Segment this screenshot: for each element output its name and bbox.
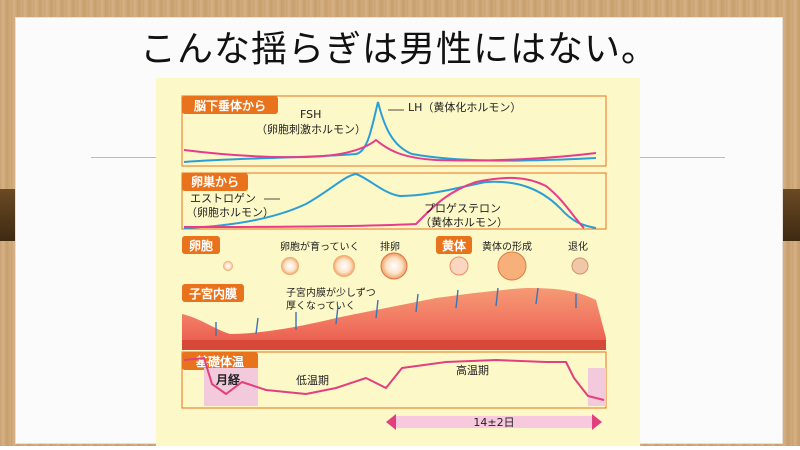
endometrium-layer	[182, 288, 606, 348]
high-phase-label: 高温期	[456, 363, 489, 377]
progesterone-curve	[183, 176, 585, 229]
endometrium-section: 子宮内膜 子宮内膜が少しずつ 厚くなっていく	[182, 284, 606, 350]
bbt-label: 基礎体温	[195, 354, 244, 369]
bbt-curve	[183, 357, 605, 401]
follicle-stage-1	[223, 261, 233, 271]
formation-label: 黄体の形成	[482, 240, 532, 253]
low-phase-label: 低温期	[296, 374, 329, 387]
follicle-stage-3	[333, 255, 355, 277]
follicle-row: 卵胞 卵胞が育っていく 排卵 黄体 黄体の形成 退化	[182, 236, 589, 281]
duration-arrow: 14±2日	[386, 414, 602, 430]
pituitary-chart: 脳下垂体から FSH （卵胞刺激ホルモン） LH（黄体化ホルモン）	[181, 95, 607, 167]
divider-right	[640, 157, 725, 158]
corpus-luteum-formed-image	[497, 251, 527, 281]
corpus-luteum-label: 黄体	[442, 238, 467, 253]
endometrium-note-line1: 子宮内膜が少しずつ	[286, 286, 376, 299]
follicle-stage-2	[281, 257, 299, 275]
fsh-sublabel: （卵胞刺激ホルモン）	[256, 122, 366, 136]
estrogen-sublabel: （卵胞ホルモン）	[186, 206, 274, 219]
menses-band-start	[204, 368, 258, 406]
slide-title: こんな揺らぎは男性にはない。	[139, 29, 658, 70]
divider-left	[91, 157, 156, 158]
lh-label: LH（黄体化ホルモン）	[408, 100, 521, 114]
progesterone-label: プロゲステロン	[424, 202, 501, 215]
pituitary-label: 脳下垂体から	[194, 98, 266, 113]
follicle-growing-label: 卵胞が育っていく	[280, 240, 360, 253]
estrogen-curve	[183, 172, 597, 229]
ovulation-label: 排卵	[380, 240, 400, 253]
menses-label: 月経	[215, 372, 241, 387]
regression-label: 退化	[568, 240, 588, 253]
progesterone-sublabel: （黄体ホルモン）	[420, 215, 508, 229]
ovulation-image	[380, 252, 408, 280]
fsh-label: FSH	[300, 108, 321, 121]
endometrium-label: 子宮内膜	[189, 286, 237, 301]
duration-label: 14±2日	[473, 416, 514, 429]
corpus-luteum-image	[449, 256, 469, 276]
estrogen-label: エストロゲン	[190, 192, 256, 205]
ovary-chart: 卵巣から エストロゲン （卵胞ホルモン） プロゲステロン （黄体ホルモン）	[181, 172, 607, 230]
follicle-label: 卵胞	[189, 238, 213, 253]
fsh-curve	[183, 138, 597, 162]
bbt-chart: 基礎体温 月経 低温期 高温期	[181, 351, 607, 409]
hormone-cycle-figure: 脳下垂体から FSH （卵胞刺激ホルモン） LH（黄体化ホルモン） 卵巣から エ…	[156, 78, 640, 446]
corpus-luteum-regressed-image	[571, 257, 589, 275]
endometrium-note-line2: 厚くなっていく	[286, 300, 356, 312]
ovary-label: 卵巣から	[191, 174, 239, 189]
